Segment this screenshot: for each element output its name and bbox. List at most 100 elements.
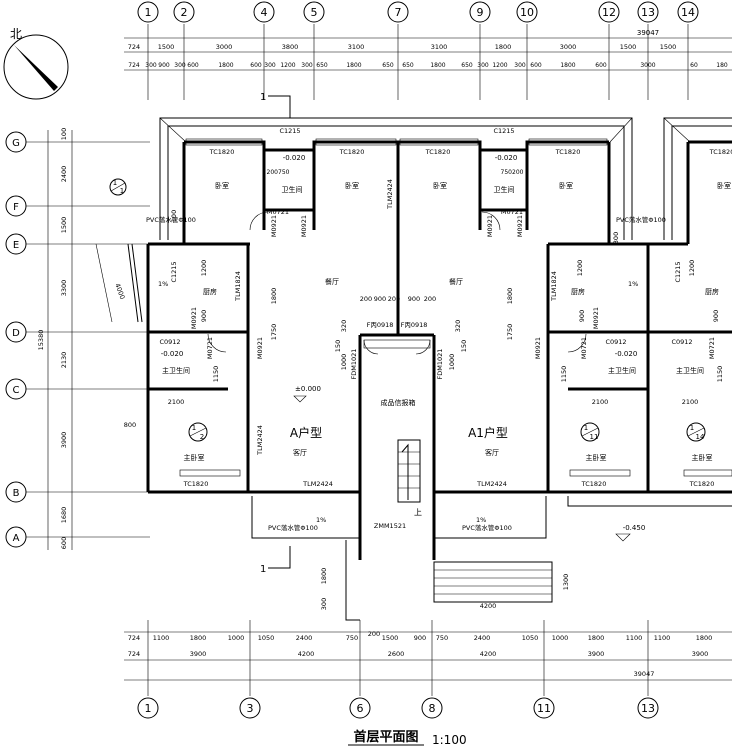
bottom-axis-bubbles: 1 3 6 8 11 13	[137, 697, 659, 719]
dim-text: 2100	[592, 398, 609, 406]
room-label-master-bath: 主卫生间	[676, 366, 704, 375]
dim-text: 150	[460, 340, 468, 352]
dim-text: 1200	[200, 260, 208, 277]
dim-text: 1680	[60, 507, 68, 524]
dim-text: 900	[158, 62, 170, 69]
dim-text: 650	[402, 62, 414, 69]
axis-bottom-label: 3	[247, 702, 254, 715]
dim-text: 650	[382, 62, 394, 69]
dim-text: 1800	[430, 62, 445, 69]
dim-text: 2100	[168, 398, 185, 406]
window-label: TC1820	[183, 480, 209, 488]
level-marks: -0.020 -0.020 -0.020 -0.020 ±0.000 -0.45…	[161, 154, 646, 542]
slope-marks: 1% 1% 1% 1%	[158, 280, 638, 524]
door-label: TLM2424	[302, 480, 333, 488]
door-label: C0912	[605, 338, 626, 346]
pipe-label: PVC落水管Φ100	[462, 523, 512, 532]
dim-text: 320	[454, 320, 462, 332]
top-axis-bubbles: 1 2 4 5 7 9 10 12 13 14	[137, 1, 699, 23]
dim-text: 3100	[348, 43, 365, 51]
dim-text: 3000	[640, 62, 655, 69]
dim-text: 2600	[388, 650, 405, 658]
pipe-label: PVC落水管Φ100	[268, 523, 318, 532]
axis-bottom-label: 8	[429, 702, 436, 715]
detail-num: 1	[584, 424, 588, 432]
dim-text: 300	[145, 62, 157, 69]
dim-text: 650	[461, 62, 473, 69]
room-label-bedroom: 卧室	[345, 181, 359, 190]
dim-text: 200750	[267, 169, 290, 176]
dim-text: 1800	[270, 288, 278, 305]
dim-text: 1800	[696, 634, 713, 642]
level-label: -0.450	[623, 524, 646, 532]
dim-text: 1500	[382, 634, 399, 642]
door-label: FDM1021	[350, 349, 358, 380]
drawing-scale: 1:100	[432, 733, 467, 747]
dim-text: 4000	[113, 282, 126, 300]
window-label: TC1820	[425, 148, 451, 156]
rotated-labels: TLM2424 TLM1824 TLM1824 TLM2424 FDM1021 …	[113, 179, 716, 456]
dim-text: 750200	[501, 169, 524, 176]
dim-text: 1150	[560, 366, 568, 383]
window-label: TC1820	[209, 148, 235, 156]
axis-left-label: E	[13, 240, 19, 251]
room-label-living: 客厅	[485, 448, 499, 457]
dim-text: 300	[612, 232, 620, 244]
dim-text: 724	[128, 62, 140, 69]
door-label: TLM2424	[476, 480, 507, 488]
dim-text: 900	[414, 634, 426, 642]
dim-text: 600	[595, 62, 607, 69]
axis-top-label: 9	[477, 6, 484, 19]
room-label-living: 客厅	[293, 448, 307, 457]
room-label-bathroom: 卫生间	[494, 185, 515, 194]
axis-bottom-label: 13	[641, 702, 655, 715]
dim-text: 300	[514, 62, 526, 69]
dim-text: 2400	[60, 166, 68, 183]
dim-text: 60	[690, 62, 698, 69]
dim-text: 1800	[190, 634, 207, 642]
dim-text: 300	[264, 62, 276, 69]
room-label-master-bedroom: 主卧室	[692, 453, 713, 462]
door-label: ZMM1521	[374, 522, 406, 530]
dim-text: 900	[374, 295, 386, 303]
slope-label: 1%	[316, 516, 326, 524]
door-label: C0912	[159, 338, 180, 346]
dim-text: 750	[346, 634, 358, 642]
room-label-kitchen: 厨房	[571, 287, 585, 296]
dim-text: 1100	[153, 634, 170, 642]
dim-text: 1750	[270, 324, 278, 341]
detail-sub: 2	[200, 433, 204, 441]
dim-text: 900	[408, 295, 420, 303]
drawing-title: 首层平面图 1:100	[348, 729, 467, 747]
dim-text: 1500	[660, 43, 677, 51]
window-label: C1215	[674, 261, 682, 282]
dim-text: 2400	[296, 634, 313, 642]
room-label-master-bedroom: 主卧室	[184, 453, 205, 462]
detail-num: 1	[690, 424, 694, 432]
dim-text: 1500	[158, 43, 175, 51]
axis-left-label: A	[13, 533, 20, 544]
top-dimension-lines: 39047	[124, 24, 732, 100]
level-label: ±0.000	[295, 385, 321, 393]
detail-sub: 14	[696, 433, 705, 441]
window-label: TC1820	[689, 480, 715, 488]
slope-label: 1%	[158, 280, 168, 288]
bottom-dimension-row1: 724 1100 1800 1000 1050 2400 750 200 150…	[128, 630, 712, 642]
dim-text: 1500	[60, 217, 68, 234]
dim-text: 1150	[212, 366, 220, 383]
window-label: TC1820	[581, 480, 607, 488]
stair: 上	[345, 439, 553, 621]
walls	[146, 140, 732, 560]
slope-label: 1%	[476, 516, 486, 524]
bottom-dimension-row2: 724 3900 4200 2600 4200 3900 3900 39047	[128, 650, 708, 678]
dim-text: 1100	[654, 634, 671, 642]
stair-up-label: 上	[414, 508, 422, 517]
door-label: M0921	[256, 337, 264, 359]
door-label: M0721	[206, 337, 214, 359]
dim-text: 4200	[298, 650, 315, 658]
window-label: TC1820	[709, 148, 732, 156]
room-label-bedroom: 卧室	[433, 181, 447, 190]
axis-top-label: 4	[261, 6, 268, 19]
dim-text: 4200	[480, 650, 497, 658]
